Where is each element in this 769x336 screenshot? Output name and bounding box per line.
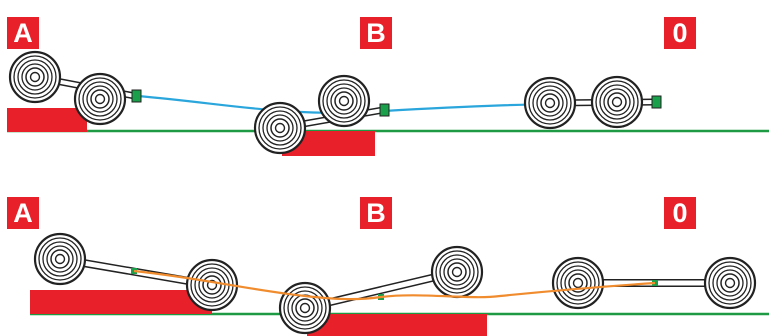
wheel-icon: [317, 74, 371, 128]
wheel-icon: [703, 256, 757, 310]
step-a-bottom: [30, 290, 212, 314]
wheel-icon: [253, 101, 307, 155]
wheel-icon: [551, 256, 605, 310]
wheel-icon: [590, 75, 644, 129]
step-b-bottom: [307, 314, 487, 336]
label-bottom-b: B: [360, 197, 392, 229]
label-bottom-a: A: [7, 197, 39, 229]
wheel-icon: [8, 50, 62, 104]
label-top-b: B: [360, 17, 392, 49]
wheel-icon: [73, 72, 127, 126]
bottom-panel: [30, 232, 769, 336]
cable-bottom: [133, 269, 656, 301]
label-top-a: A: [7, 17, 39, 49]
label-bottom-0: 0: [664, 197, 696, 229]
wheel-icon: [523, 76, 577, 130]
step-a-top: [7, 108, 87, 132]
wheel-icon: [33, 232, 87, 286]
unit-0-top: [523, 75, 662, 130]
top-panel: [7, 50, 769, 156]
unit-a-top: [8, 50, 142, 126]
label-top-0: 0: [664, 17, 696, 49]
wheel-icon: [430, 245, 484, 299]
wheel-icon: [278, 281, 332, 335]
unit-b-top: [253, 74, 390, 155]
